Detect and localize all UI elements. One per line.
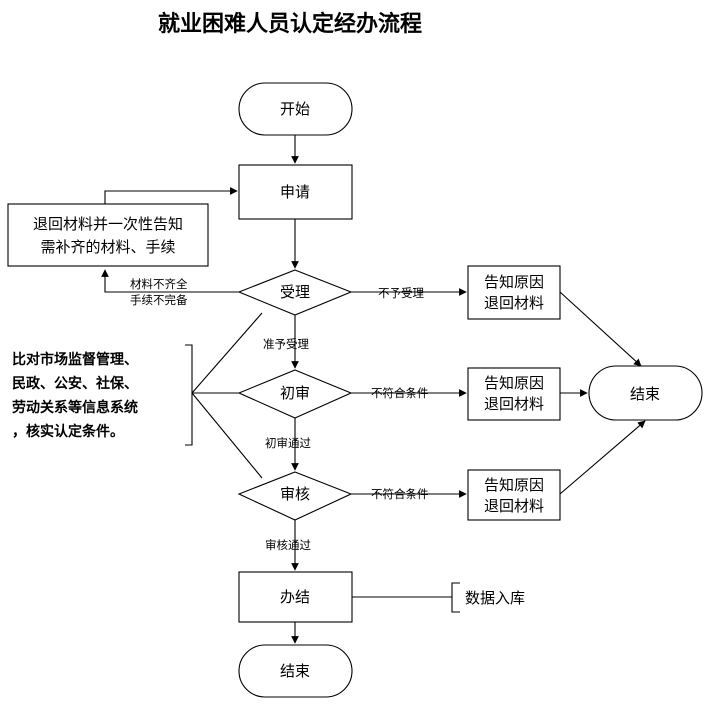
review-label: 审核	[280, 485, 310, 503]
edge-label-review-passed: 审核通过	[265, 538, 311, 552]
complete-node: 办结	[238, 571, 353, 623]
edge-notify3-end	[559, 420, 646, 495]
notify-3-line-1: 告知原因	[484, 476, 544, 494]
apply-label: 申请	[280, 183, 310, 201]
first-review-label: 初审	[280, 384, 310, 402]
edge-label-not-qualified-1: 不符合条件	[371, 386, 429, 400]
edge-label-incomplete-1: 材料不齐全	[130, 277, 188, 291]
notify-1-line-1: 告知原因	[484, 273, 544, 291]
end-node-bottom: 结束	[238, 644, 353, 698]
notify-box-2: 告知原因 退回材料	[467, 367, 561, 421]
apply-node: 申请	[238, 164, 353, 220]
db-entry-label: 数据入库	[465, 589, 525, 607]
end-bottom-label: 结束	[280, 662, 310, 680]
note-link-accept	[191, 312, 263, 394]
verify-note-line-4: ，核实认定条件。	[12, 423, 124, 440]
first-review-decision: 初审	[237, 369, 353, 419]
start-node: 开始	[238, 82, 353, 136]
complete-label: 办结	[280, 588, 310, 606]
edge-label-not-accepted: 不予受理	[378, 286, 424, 300]
note-link-review	[191, 392, 263, 479]
edge-label-first-passed: 初审通过	[265, 436, 311, 450]
review-decision: 审核	[237, 471, 353, 521]
edge-return-apply	[104, 187, 238, 204]
verify-note: 比对市场监督管理、 民政、公安、社保、 劳动关系等信息系统 ，核实认定条件。	[12, 351, 138, 440]
return-materials-box: 退回材料并一次性告知 需补齐的材料、手续	[7, 203, 209, 267]
end-node-right: 结束	[588, 365, 703, 421]
notify-box-3: 告知原因 退回材料	[467, 469, 561, 521]
notify-2-line-1: 告知原因	[484, 374, 544, 392]
edge-notify1-end	[559, 291, 642, 367]
notify-3-line-2: 退回材料	[484, 497, 544, 515]
start-label: 开始	[280, 100, 310, 118]
edge-label-incomplete-2: 手续不完备	[130, 293, 188, 307]
edge-label-not-qualified-2: 不符合条件	[371, 487, 429, 501]
end-right-label: 结束	[630, 385, 660, 403]
page-title: 就业困难人员认定经办流程	[158, 11, 422, 37]
return-materials-line-1: 退回材料并一次性告知	[33, 215, 183, 233]
verify-note-line-3: 劳动关系等信息系统	[12, 399, 138, 416]
dbentry-bracket	[451, 582, 460, 613]
accept-decision: 受理	[237, 269, 353, 316]
verify-note-line-2: 民政、公安、社保、	[12, 375, 138, 392]
notify-1-line-2: 退回材料	[484, 294, 544, 312]
verify-note-line-1: 比对市场监督管理、	[12, 351, 138, 368]
return-materials-line-2: 需补齐的材料、手续	[40, 238, 175, 256]
edge-label-accepted: 准予受理	[263, 337, 309, 351]
notify-box-1: 告知原因 退回材料	[467, 265, 561, 320]
note-bracket	[185, 344, 193, 446]
edge-accept-return	[101, 269, 239, 293]
accept-label: 受理	[280, 283, 310, 301]
notify-2-line-2: 退回材料	[484, 395, 544, 413]
